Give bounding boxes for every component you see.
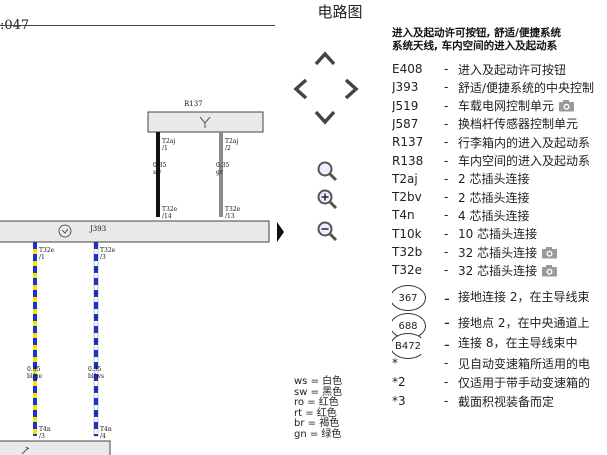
pan-left-icon[interactable]	[292, 78, 308, 100]
legend-row-j587: J587-换档杆传感器控制单元	[392, 116, 579, 132]
note-row: *-见自动变速箱所适用的电	[392, 356, 591, 371]
badge-367: 367	[392, 285, 426, 311]
zoom-out-icon[interactable]	[316, 220, 338, 242]
legend-row-t2bv: T2bv-2 芯插头连接	[392, 190, 530, 205]
wire3-t-conn: T4n/3	[39, 426, 51, 440]
zoom-in-icon[interactable]	[316, 188, 338, 210]
camera-icon[interactable]	[541, 264, 558, 277]
pan-down-icon[interactable]	[314, 110, 336, 126]
color-code-item: ws = 白色	[294, 376, 343, 387]
legend-row-j519: J519-车载电网控制单元	[392, 97, 575, 115]
wire4-t-conn: T4n/4	[100, 426, 112, 440]
wire2-conn: T2aj/2	[225, 138, 239, 152]
continue-arrow-icon[interactable]	[277, 222, 284, 242]
color-code-item: ro = 红色	[294, 397, 339, 408]
diagram-navigation	[286, 40, 376, 250]
note-row: *2-仅适用于带手动变速箱的	[392, 375, 591, 390]
color-code-item: br = 褐色	[294, 418, 340, 429]
note-row: *3-截面积视装备而定	[392, 394, 555, 409]
top-divider	[0, 25, 275, 26]
legend-row-t2aj: T2aj-2 芯插头连接	[392, 171, 530, 187]
j393-box[interactable]	[0, 220, 270, 243]
j393-label: J393	[90, 225, 107, 233]
wire4-j-conn: T32e/3	[100, 247, 116, 261]
legend-row-t32b: T32b-32 芯插头连接	[392, 243, 558, 261]
badge-desc-b472: 连接 8，在主导线束中	[458, 336, 578, 350]
legend-heading-2: 系统天线, 车内空间的进入及起动系	[392, 40, 558, 52]
wire3-j-conn: T32e/1	[39, 247, 55, 261]
wire1-j-conn: T32e/14	[162, 206, 178, 220]
antenna-symbol-icon	[199, 116, 211, 128]
legend-row-t10k: T10k-10 芯插头连接	[392, 226, 538, 242]
legend-heading-1: 进入及起动许可按钮, 舒适/便捷系统	[392, 27, 561, 39]
color-code-item: sw = 黑色	[294, 386, 343, 398]
color-code-item: rt = 红色	[294, 407, 337, 419]
r137-label: R137	[184, 100, 203, 108]
component-legend: 进入及起动许可按钮, 舒适/便捷系统 系统天线, 车内空间的进入及起动系 E40…	[392, 27, 607, 455]
pan-up-icon[interactable]	[314, 50, 336, 66]
pan-right-icon[interactable]	[344, 78, 360, 100]
diagram-canvas	[0, 111, 284, 455]
legend-row-t4n: T4n-4 芯插头连接	[392, 208, 530, 223]
wire1-conn: T2aj/1	[162, 138, 176, 152]
legend-row-j393: J393-舒适/便捷系统的中央控制	[392, 80, 595, 95]
badge-b472: B472	[392, 333, 426, 359]
switch-symbol-icon	[21, 446, 30, 455]
color-code-list: ws = 白色 sw = 黑色 ro = 红色 rt = 红色 br = 褐色 …	[294, 376, 343, 440]
badge-desc-688: 接地点 2，在中央通道上	[458, 316, 590, 330]
page-title: 电路图	[317, 3, 363, 21]
legend-row-r138: R138-车内空间的进入及起动系	[392, 153, 591, 169]
legend-row-e408: E408-进入及起动许可按钮	[392, 62, 567, 77]
search-icon[interactable]	[316, 160, 338, 182]
camera-icon[interactable]	[558, 99, 575, 112]
ground-symbol-icon	[58, 224, 72, 238]
color-code-item: gn = 绿色	[294, 428, 342, 440]
wire2-j-conn: T32e/13	[225, 206, 241, 220]
badge-desc-367: 接地连接 2，在主导线束	[458, 290, 590, 304]
legend-row-r137: R137-行李箱内的进入及起动系	[392, 135, 591, 150]
bottom-unit-box[interactable]	[0, 440, 111, 455]
camera-icon[interactable]	[541, 246, 558, 259]
legend-row-t32e: T32e-32 芯插头连接	[392, 261, 558, 279]
